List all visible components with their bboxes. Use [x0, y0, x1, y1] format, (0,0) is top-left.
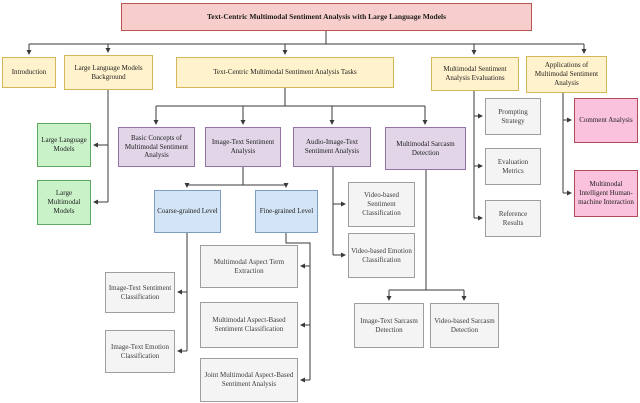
node-image-text-sa: Image-Text Sentiment Analysis [205, 127, 281, 167]
node-llm-background: Large Language Models Background [64, 55, 153, 90]
node-title: Text-Centric Multimodal Sentiment Analys… [121, 3, 532, 31]
node-basic-concepts: Basic Concepts of Multimodal Sentiment A… [118, 127, 195, 167]
node-fine-grained-level: Fine-grained Level [255, 190, 318, 233]
node-reference-results: Reference Results [485, 200, 541, 237]
node-video-sentiment-cls: Video-based Sentiment Classification [348, 182, 415, 227]
node-audio-image-text-sa: Audio-Image-Text Sentiment Analysis [293, 127, 371, 167]
node-evaluations: Multimodal Sentiment Analysis Evaluation… [431, 57, 519, 91]
node-large-multimodal-models: Large Multimodal Models [37, 180, 91, 225]
node-human-machine-interaction: Multimodal Intelligent Human-machine Int… [574, 170, 638, 217]
node-joint-aspect-sentiment: Joint Multimodal Aspect-Based Sentiment … [200, 358, 298, 402]
node-image-text-sarcasm: Image-Text Sarcasm Detection [354, 303, 424, 348]
node-multimodal-sarcasm: Multimodal Sarcasm Detection [385, 127, 466, 170]
node-large-language-models: Large Language Models [37, 123, 91, 167]
node-applications: Applications of Multimodal Sentiment Ana… [526, 56, 607, 93]
node-video-emotion-cls: Video-based Emotion Classification [348, 233, 415, 278]
node-image-text-emotion-cls: Image-Text Emotion Classification [105, 330, 175, 373]
node-video-sarcasm: Video-based Sarcasm Detection [430, 303, 499, 348]
node-evaluation-metrics: Evaluation Metrics [485, 148, 541, 185]
node-comment-analysis: Comment Analysis [574, 98, 638, 143]
node-image-text-sentiment-cls: Image-Text Sentiment Classification [105, 272, 175, 313]
node-coarse-grained-level: Coarse-grained Level [154, 190, 221, 233]
node-tasks: Text-Centric Multimodal Sentiment Analys… [176, 57, 394, 88]
node-prompting-strategy: Prompting Strategy [485, 98, 541, 135]
node-aspect-based-sentiment-cls: Multimodal Aspect-Based Sentiment Classi… [200, 302, 298, 348]
node-introduction: Introduction [2, 57, 56, 88]
node-aspect-term-extraction: Multimodal Aspect Term Extraction [200, 245, 298, 288]
